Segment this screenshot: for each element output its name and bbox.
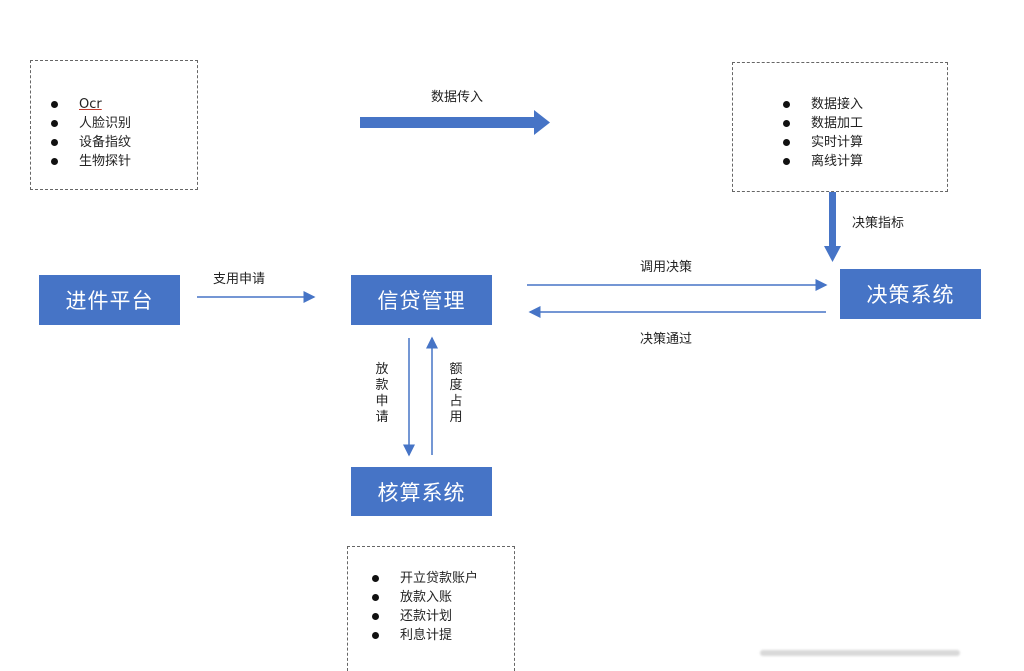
sources-list: Ocr 人脸识别 设备指纹 生物探针 (49, 95, 131, 171)
node-intake-platform: 进件平台 (39, 275, 180, 325)
apply-credit-label: 支用申请 (213, 272, 266, 287)
list-item: 生物探针 (49, 152, 131, 171)
list-item: 数据加工 (781, 114, 863, 133)
list-item: 放款入账 (370, 588, 478, 607)
data-in-label: 数据传入 (431, 90, 484, 105)
sources-box: Ocr 人脸识别 设备指纹 生物探针 (30, 60, 198, 190)
list-item: 还款计划 (370, 607, 478, 626)
data-in-arrow (360, 110, 550, 135)
node-accounting-system: 核算系统 (351, 467, 492, 516)
decision-pass-label: 决策通过 (640, 332, 693, 347)
decision-metrics-arrow (824, 192, 841, 262)
list-item: 设备指纹 (49, 133, 131, 152)
data-processing-list: 数据接入 数据加工 实时计算 离线计算 (781, 95, 863, 171)
call-decision-label: 调用决策 (640, 260, 693, 275)
list-item: 数据接入 (781, 95, 863, 114)
loan-apply-label: 放款申请 (375, 362, 389, 425)
list-item: 实时计算 (781, 133, 863, 152)
accounting-ops-box: 开立贷款账户 放款入账 还款计划 利息计提 (347, 546, 515, 671)
list-item: 利息计提 (370, 626, 478, 645)
data-processing-box: 数据接入 数据加工 实时计算 离线计算 (732, 62, 948, 192)
accounting-ops-list: 开立贷款账户 放款入账 还款计划 利息计提 (370, 569, 478, 645)
node-credit-management: 信贷管理 (351, 275, 492, 325)
quota-use-label: 额度占用 (449, 362, 463, 425)
list-item: 人脸识别 (49, 114, 131, 133)
list-item: 离线计算 (781, 152, 863, 171)
list-item: Ocr (49, 95, 131, 114)
decision-metrics-label: 决策指标 (852, 216, 905, 231)
node-decision-system: 决策系统 (840, 269, 981, 319)
blurred-watermark (760, 650, 960, 656)
list-item: 开立贷款账户 (370, 569, 478, 588)
